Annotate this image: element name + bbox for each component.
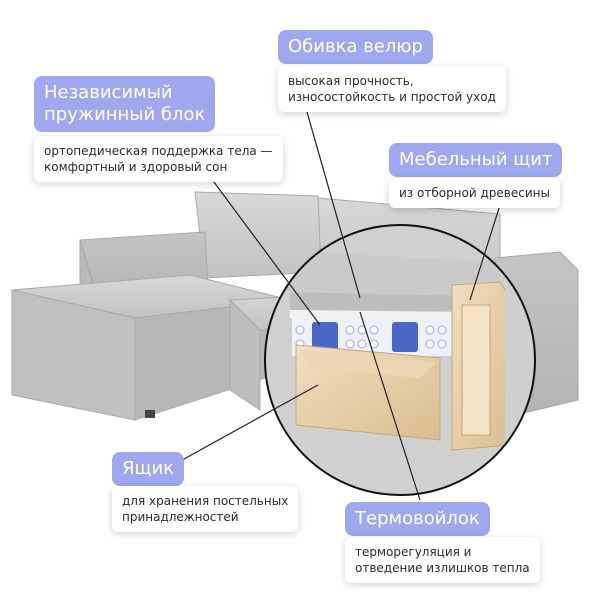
upholstery-desc-line-2: износостойкость и простой уход <box>288 90 496 104</box>
spring-block-title: Независимый пружинный блок <box>34 76 216 132</box>
thermo-felt-title: Термовойлок <box>345 502 490 536</box>
spring-block-desc: ортопедическая поддержка тела — комфортн… <box>34 136 283 182</box>
drawer-desc-line-2: принадлежностей <box>122 510 239 524</box>
leader-furniture-board <box>469 204 501 301</box>
furniture-board-title: Мебельный щит <box>389 143 563 177</box>
leader-spring-block <box>204 169 321 326</box>
spring-block-desc-line-2: комфортный и здоровый сон <box>44 160 228 174</box>
upholstery-desc-line-1: высокая прочность, <box>288 74 414 88</box>
spring-block-desc-line-1: ортопедическая поддержка тела — <box>44 144 273 158</box>
drawer-title: Ящик <box>112 452 185 486</box>
thermo-felt-desc: терморегуляция и отведение излишков тепл… <box>345 537 540 583</box>
drawer-desc-line-1: для хранения постельных <box>122 494 289 508</box>
leader-thermo-felt <box>359 311 421 501</box>
spring-block-title-line-1: Независимый <box>44 82 173 103</box>
thermo-felt-desc-line-2: отведение излишков тепла <box>355 561 530 575</box>
leader-upholstery <box>304 104 361 299</box>
spring-block-title-line-2: пружинный блок <box>44 104 206 125</box>
magnifier-lens <box>264 224 536 496</box>
velour-layer <box>290 292 470 312</box>
furniture-board-desc: из отборной древесины <box>389 178 560 208</box>
upholstery-desc: высокая прочность, износостойкость и про… <box>278 66 506 112</box>
upholstery-title: Обивка велюр <box>278 30 433 64</box>
felt-layer <box>290 310 470 320</box>
drawer-desc: для хранения постельных принадлежностей <box>112 486 299 532</box>
thermo-felt-desc-line-1: терморегуляция и <box>355 545 472 559</box>
furniture-board-desc-line-1: из отборной древесины <box>399 186 550 200</box>
